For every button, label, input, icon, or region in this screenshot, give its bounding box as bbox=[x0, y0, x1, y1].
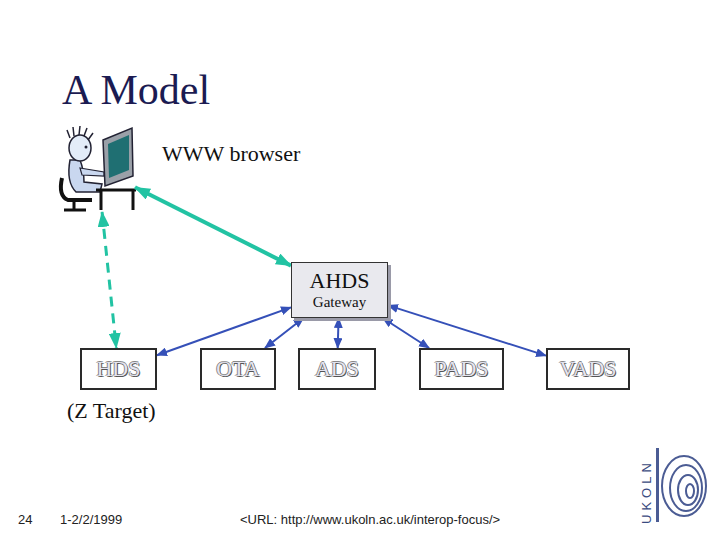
node-label: VADS bbox=[559, 356, 616, 382]
person-hair bbox=[67, 126, 93, 140]
monitor-frame bbox=[103, 128, 133, 186]
protocol-note: (Z Target) bbox=[67, 398, 156, 424]
gateway-box: AHDSGateway bbox=[291, 262, 388, 318]
node-label: WWW browser bbox=[162, 141, 300, 167]
node-label: PADS bbox=[434, 356, 488, 382]
logo-divider bbox=[656, 448, 659, 522]
node-label: OTA bbox=[216, 356, 259, 382]
gateway-link bbox=[265, 318, 304, 348]
service-box: PADS bbox=[419, 348, 504, 390]
service-box: VADS bbox=[546, 348, 630, 390]
monitor-screen bbox=[108, 135, 129, 178]
chair-base bbox=[64, 209, 86, 212]
service-box: ADS bbox=[298, 348, 376, 390]
gateway-link bbox=[337, 318, 340, 348]
logo-ring bbox=[662, 456, 706, 516]
person-arm bbox=[80, 168, 104, 176]
gateway-link bbox=[383, 318, 429, 348]
logo-ring bbox=[678, 475, 698, 505]
service-box: OTA bbox=[200, 348, 276, 390]
person-head bbox=[69, 135, 91, 161]
node-label: HDS bbox=[96, 356, 140, 382]
person-eye bbox=[85, 146, 88, 149]
logo-wordmark: UKOLN bbox=[639, 459, 654, 524]
http-link bbox=[135, 187, 291, 265]
node-sublabel: Gateway bbox=[313, 293, 366, 311]
node-label: AHDS bbox=[310, 269, 370, 293]
chair bbox=[61, 178, 92, 200]
logo-ring bbox=[686, 484, 694, 498]
service-box: HDS bbox=[80, 348, 157, 390]
slide-date: 1-2/2/1999 bbox=[60, 512, 122, 527]
desk-top bbox=[96, 189, 136, 192]
z3950-link bbox=[102, 212, 116, 348]
browser-user: WWW browser bbox=[60, 125, 135, 212]
computer-user-clipart bbox=[61, 126, 136, 210]
node-label: ADS bbox=[315, 356, 359, 382]
slide-title: A Model bbox=[62, 66, 210, 114]
desk-leg bbox=[100, 190, 103, 210]
chair-leg bbox=[73, 200, 76, 210]
person-body bbox=[69, 160, 102, 192]
slide-url: <URL: http://www.ukoln.ac.uk/interop-foc… bbox=[240, 512, 500, 527]
desk-leg bbox=[132, 190, 135, 210]
ukoln-logo-swirl bbox=[662, 456, 706, 516]
slide-number: 24 bbox=[18, 512, 32, 527]
logo-ring bbox=[670, 465, 702, 511]
